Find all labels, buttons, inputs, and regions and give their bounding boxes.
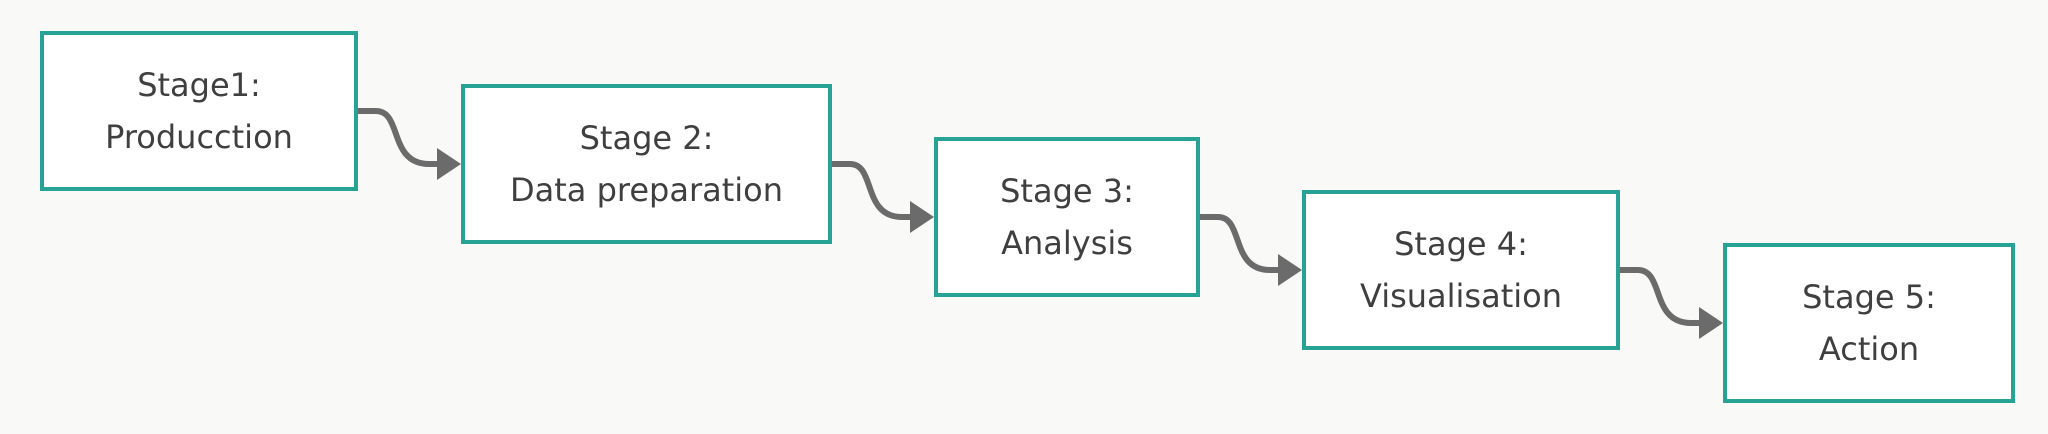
stage-1-box[interactable]: Stage1: Producction [40,31,358,191]
stage-2-title: Stage 2: [579,119,714,157]
connector-line-4-5 [1617,267,1704,326]
arrowhead-icon [910,201,934,233]
stage-4-label: Visualisation [1360,277,1562,315]
stage-4-box[interactable]: Stage 4: Visualisation [1302,190,1620,350]
stage-5-label: Action [1818,330,1920,368]
arrowhead-icon [1278,254,1302,286]
connector-line-3-4 [1197,214,1283,273]
stage-3-label: Analysis [1001,224,1133,262]
stage-2-label: Data preparation [509,171,783,209]
stage-4-title: Stage 4: [1394,225,1528,263]
stage-1-label: Producction [105,118,293,156]
stage-2-box[interactable]: Stage 2: Data preparation [461,84,832,244]
arrowhead-icon [437,148,461,180]
stage-3-box[interactable]: Stage 3: Analysis [934,137,1200,297]
stage-3-title: Stage 3: [1000,172,1134,210]
connector-line-1-2 [355,108,442,167]
stage-5-title: Stage 5: [1802,278,1936,316]
connector-line-2-3 [829,161,915,220]
arrowhead-icon [1699,307,1723,339]
stage-1-title: Stage1: [137,66,261,104]
stage-5-box[interactable]: Stage 5: Action [1723,243,2015,403]
